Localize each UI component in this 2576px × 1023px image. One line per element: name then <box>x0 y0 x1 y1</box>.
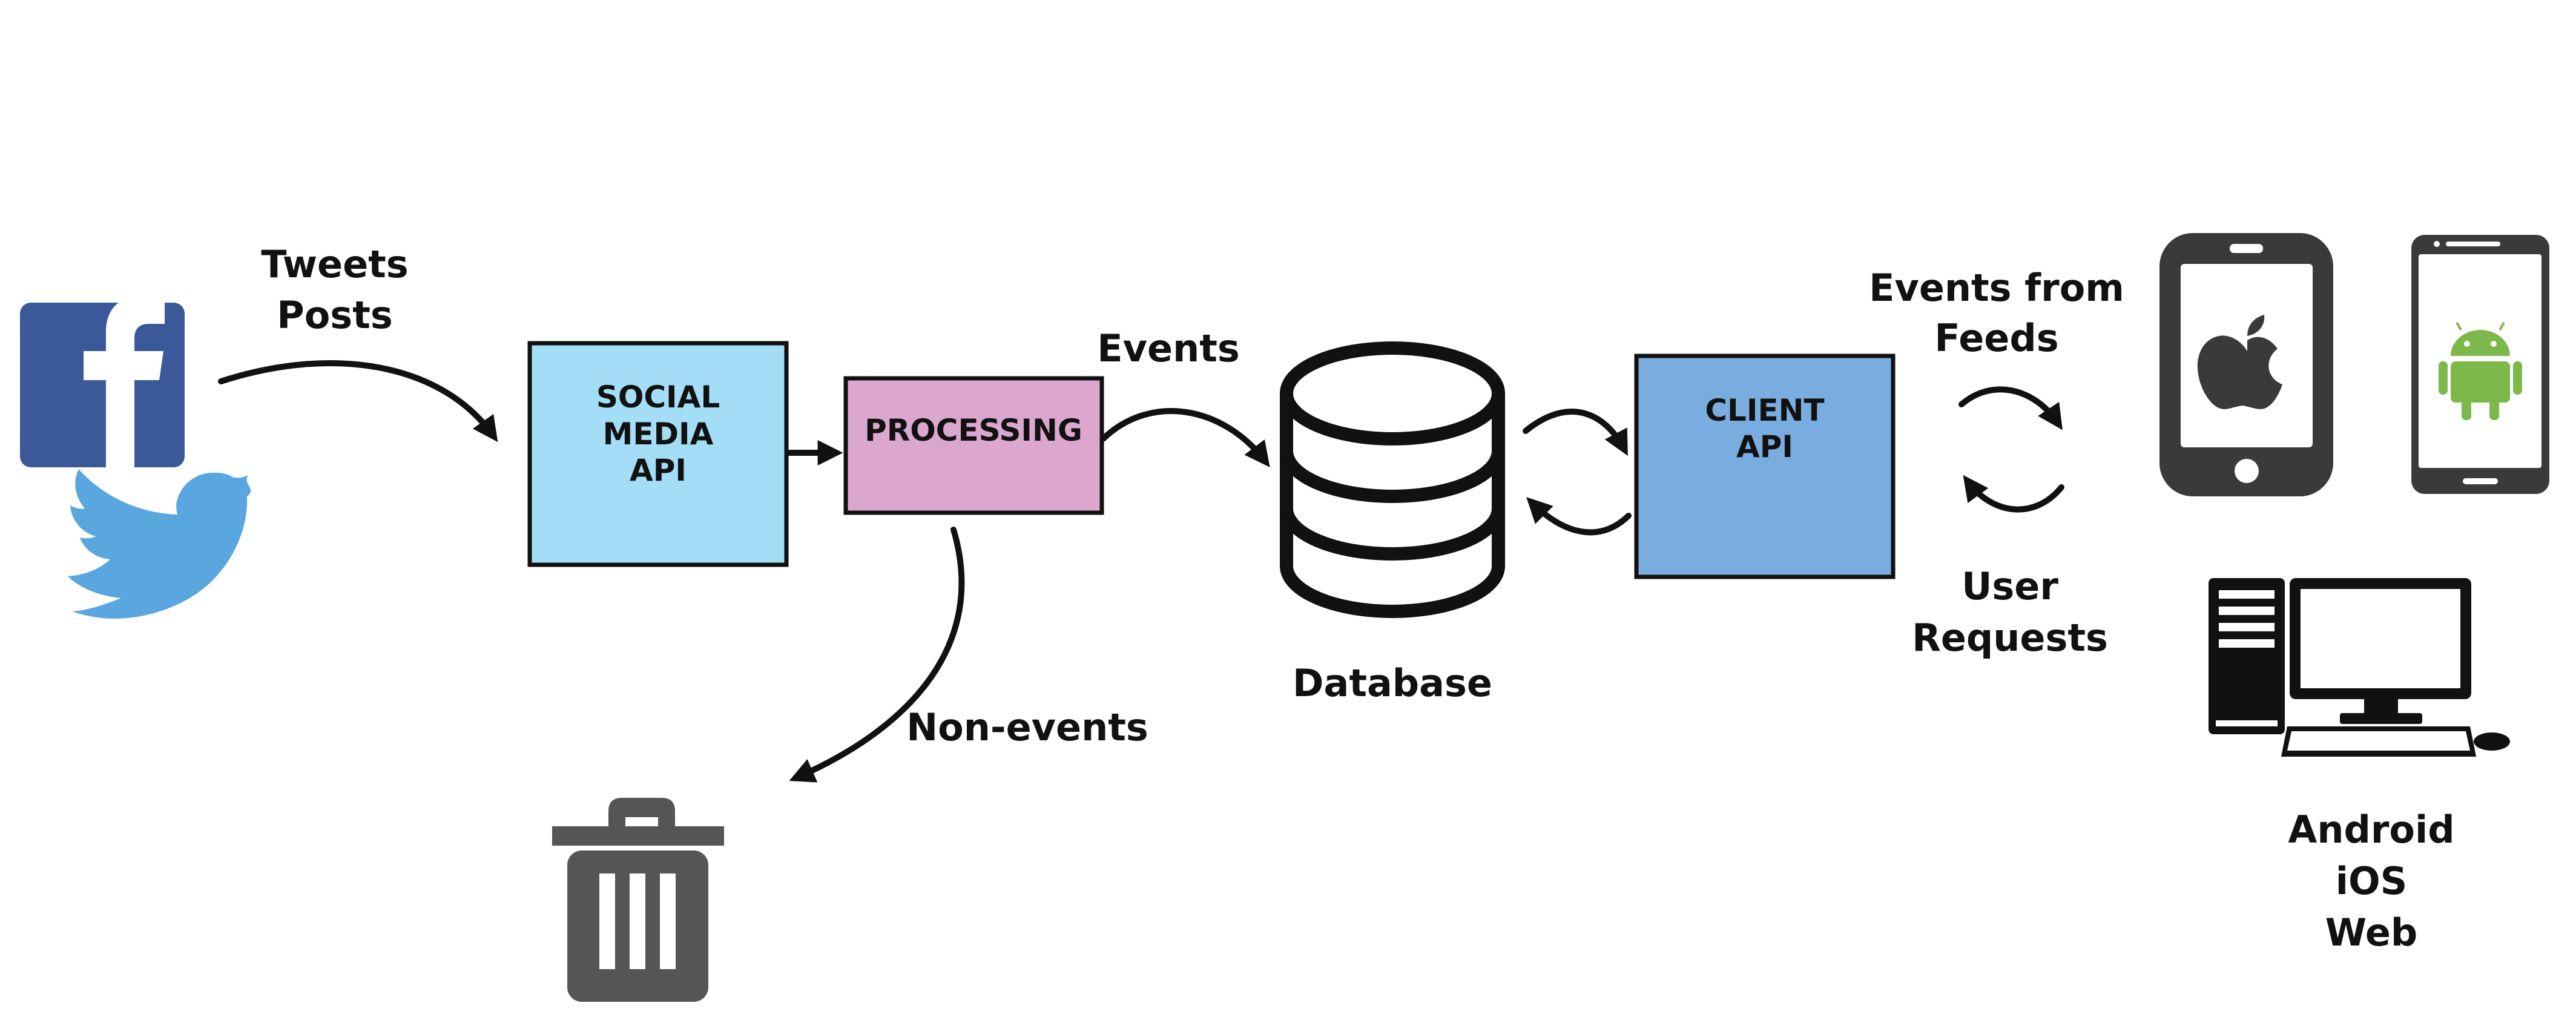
label-posts: Posts <box>277 293 392 337</box>
label-feeds: Feeds <box>1934 316 2058 360</box>
facebook-f-glyph <box>84 295 165 467</box>
desktop-computer-icon <box>2209 578 2510 757</box>
client-api-box: CLIENT API <box>1634 354 1896 579</box>
apple-phone-speaker <box>2230 244 2263 253</box>
facebook-icon <box>20 295 185 467</box>
label-events: Events <box>1097 326 1240 370</box>
computer-monitor-neck <box>2364 699 2398 715</box>
android-phone-screen <box>2419 254 2541 468</box>
android-robot-right-eye <box>2491 341 2497 347</box>
trash-can-slot-3 <box>660 873 676 969</box>
computer-tower-base-line <box>2216 720 2278 726</box>
arrow-processing-to-database <box>1100 408 1270 468</box>
label-database: Database <box>1293 661 1492 705</box>
android-phone-button <box>2463 478 2498 484</box>
android-robot-logo <box>2439 321 2522 420</box>
arrow-feeds-to-devices <box>1958 386 2063 430</box>
label-ios: iOS <box>2336 859 2408 903</box>
apple-phone-home-button <box>2235 459 2259 483</box>
label-requests: Requests <box>1912 616 2108 660</box>
apple-logo <box>2197 335 2282 409</box>
android-phone-icon <box>2411 235 2549 494</box>
arrow-processing-to-trash <box>789 527 965 783</box>
trash-can-icon <box>552 798 724 1002</box>
arrow-client-api-to-database <box>1526 497 1632 536</box>
client-api-line2: API <box>1736 429 1793 464</box>
client-api-line1: CLIENT <box>1705 393 1824 428</box>
facebook-tile <box>20 303 185 467</box>
computer-monitor-stand <box>2340 713 2422 724</box>
android-robot-left-leg <box>2462 400 2471 420</box>
arrow-social-to-api <box>218 360 498 442</box>
trash-can-slot-1 <box>599 873 615 969</box>
apple-phone-icon <box>2159 233 2333 496</box>
label-web: Web <box>2325 910 2418 955</box>
twitter-bird-icon <box>68 469 251 619</box>
database-icon <box>1280 341 1505 618</box>
processing-rect <box>843 376 1104 515</box>
android-robot-left-antenna <box>2456 321 2462 331</box>
processing-label: PROCESSING <box>865 413 1082 448</box>
social-media-api-line1: SOCIAL <box>596 380 720 415</box>
social-media-api-line3: API <box>630 453 687 488</box>
trash-can-lid <box>552 826 724 846</box>
computer-mouse <box>2474 732 2510 751</box>
android-robot-right-arm <box>2513 361 2522 395</box>
computer-keyboard-keys <box>2287 731 2470 751</box>
database-top <box>1280 341 1505 446</box>
computer-tower-bay-1 <box>2219 590 2275 599</box>
database-band-1 <box>1280 450 1505 503</box>
computer-tower-bay-2 <box>2219 607 2275 615</box>
twitter-bird-shape <box>68 469 251 619</box>
android-phone-camera <box>2434 241 2440 247</box>
trash-can-slot-2 <box>630 873 645 969</box>
database-band-2 <box>1280 508 1505 561</box>
label-user: User <box>1962 564 2058 608</box>
social-media-api-box: SOCIAL MEDIA API <box>527 341 789 567</box>
computer-tower <box>2209 578 2285 734</box>
apple-logo-leaf <box>2247 315 2265 336</box>
processing-box: PROCESSING <box>843 376 1104 515</box>
computer-tower-bay-4 <box>2219 639 2275 648</box>
label-tweets: Tweets <box>261 242 408 286</box>
android-robot-body <box>2451 361 2510 403</box>
computer-monitor-screen <box>2301 589 2460 688</box>
android-robot-head <box>2451 330 2510 356</box>
label-events-from: Events from <box>1869 266 2124 310</box>
social-media-api-line2: MEDIA <box>603 416 714 452</box>
arrow-requests-to-client-api <box>1963 475 2064 513</box>
computer-tower-bay-3 <box>2219 623 2275 631</box>
android-phone-speaker <box>2446 242 2500 246</box>
label-android: Android <box>2288 808 2454 852</box>
arrow-database-to-client-api <box>1523 409 1628 456</box>
android-robot-right-antenna <box>2499 321 2505 331</box>
label-non-events: Non-events <box>906 705 1148 749</box>
client-api-rect <box>1634 354 1896 579</box>
android-robot-right-leg <box>2489 400 2499 420</box>
android-robot-left-arm <box>2439 361 2448 395</box>
social-media-api-rect <box>527 341 789 567</box>
android-robot-left-eye <box>2464 341 2470 347</box>
